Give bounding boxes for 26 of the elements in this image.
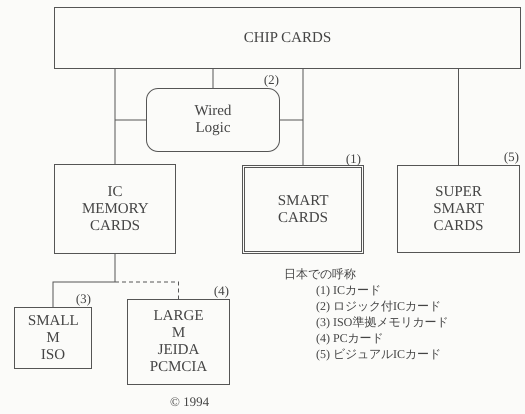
reference-number: (1) (346, 151, 361, 166)
copyright-note: © 1994 (170, 394, 210, 410)
box-label: SUPER SMART CARDS (433, 184, 484, 234)
box-label: SMART CARDS (278, 192, 328, 226)
category-box (54, 164, 176, 254)
connector-line (280, 120, 304, 166)
note-item: (3) ISO準拠メモリカード (315, 314, 448, 330)
note-heading: 日本での呼称 (284, 266, 357, 282)
reference-number: (2) (264, 72, 279, 87)
reference-number: (3) (76, 291, 91, 306)
note-item: (2) ロジック付ICカード (315, 298, 442, 314)
connector-line (458, 68, 459, 166)
note-item: (1) ICカード (315, 282, 382, 298)
box-label: SMALL M ISO (28, 312, 78, 364)
reference-number: (5) (504, 149, 519, 164)
box-label: IC MEMORY CARDS (82, 184, 148, 234)
note-item: (4) PCカード (315, 330, 385, 346)
note-item: (5) ビジュアルICカード (315, 346, 442, 362)
connector-line (114, 254, 179, 300)
reference-number: (4) (214, 283, 229, 298)
box-label: CHIP CARDS (244, 30, 332, 46)
connector-line (114, 120, 146, 164)
box-label: Wired Logic (194, 103, 232, 137)
connector-line (212, 68, 214, 88)
box-label: LARGE M JEIDA PCMCIA (150, 308, 208, 376)
category-box (54, 7, 521, 69)
